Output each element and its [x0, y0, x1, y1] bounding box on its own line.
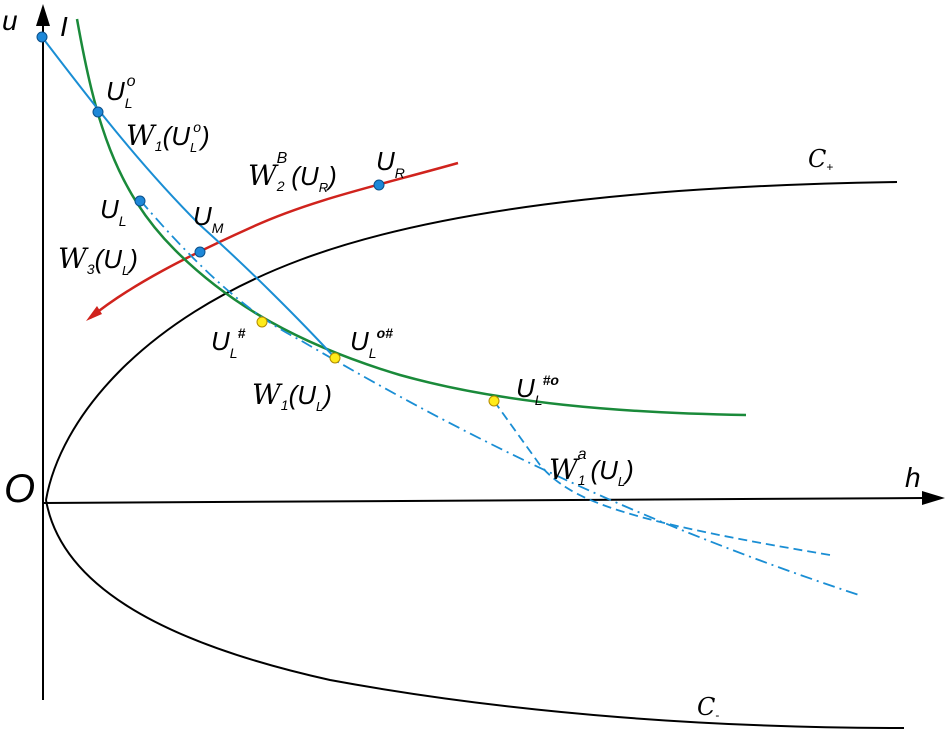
origin-label: O — [4, 467, 35, 511]
h-axis — [42, 497, 926, 504]
label-W2B-UR: W2B(UR) — [248, 150, 337, 195]
label-UL0: ULo — [106, 73, 136, 111]
h-axis-arrowhead — [922, 491, 945, 505]
label-UR: UR — [376, 146, 405, 181]
curve-c-plus — [45, 181, 898, 501]
point-I — [36, 31, 48, 43]
c-plus-label: C+ — [808, 145, 833, 174]
curve-blue-dashed — [493, 400, 831, 556]
curve-c-minus — [45, 499, 905, 729]
point-ULohash — [329, 352, 341, 364]
label-UM: UM — [193, 201, 224, 236]
label-ULohash: ULo# — [350, 325, 393, 361]
point-UL0 — [92, 106, 104, 118]
curve-w1-blue-solid — [41, 36, 336, 359]
I-label: I — [60, 11, 68, 42]
label-W1-UL: W1(UL) — [252, 378, 332, 414]
point-ULhash — [256, 316, 268, 328]
label-W1-UL0: W1(ULo) — [126, 119, 210, 155]
u-axis-arrowhead — [36, 4, 50, 26]
curve-blue-dashdot — [139, 199, 863, 597]
h-axis-label: h — [905, 462, 921, 493]
label-W1a-UL: W1a(UL) — [549, 446, 634, 489]
u-axis-label: u — [2, 5, 18, 36]
label-W3-UL: W3(UL) — [58, 242, 138, 278]
curve-green — [75, 18, 747, 417]
label-UL: UL — [100, 194, 127, 229]
label-ULhash: UL# — [211, 325, 246, 361]
point-UL — [134, 195, 146, 207]
red-curve-arrowhead — [86, 306, 102, 321]
curve-w2b-red — [89, 161, 459, 319]
c-minus-label: C- — [697, 693, 719, 722]
label-ULhasho: UL#o — [516, 372, 559, 408]
point-UM — [194, 246, 206, 258]
point-ULhasho — [488, 395, 500, 407]
point-UR — [373, 179, 385, 191]
